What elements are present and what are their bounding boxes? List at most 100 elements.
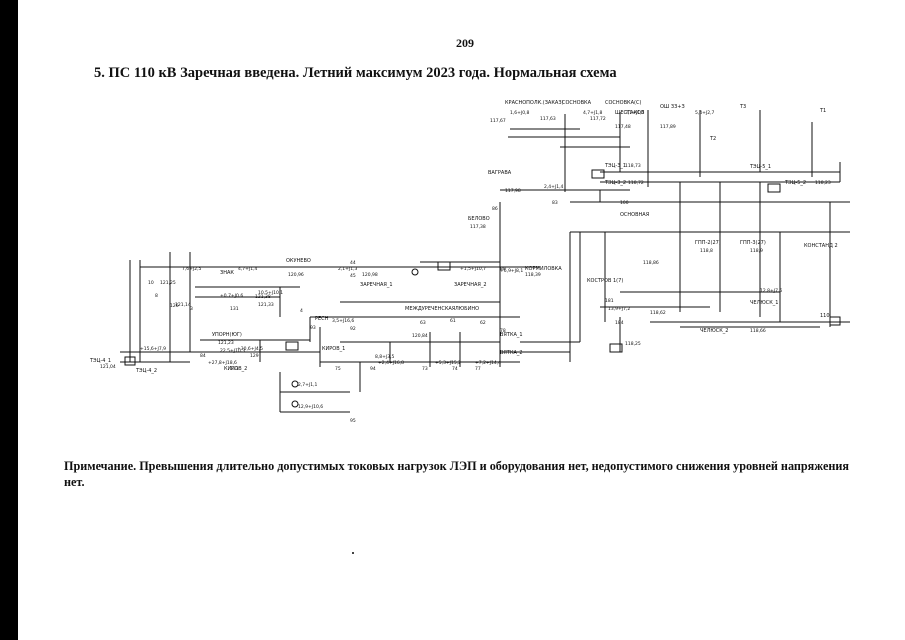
value-v16: 121,33 — [258, 302, 274, 308]
schematic-labels: КРАСНОПОЛК.(ЗАКАЗ) СОСНОВКА СОСНОВКА(С) … — [89, 100, 838, 374]
node-94: 94 — [370, 366, 376, 372]
node-92: 92 — [350, 326, 356, 332]
label-okunevo: ОКУНЕВО — [286, 258, 311, 264]
grid-schematic-diagram: КРАСНОПОЛК.(ЗАКАЗ) СОСНОВКА СОСНОВКА(С) … — [89, 100, 850, 424]
value-v26: 118,62 — [650, 310, 666, 316]
value-v24: 118,8 — [700, 248, 713, 254]
label-t2: Т2 — [709, 136, 716, 142]
value-v12: 120,96 — [288, 272, 304, 278]
label-t1: Т1 — [819, 108, 826, 114]
label-sosnovka-s: СОСНОВКА(С) — [605, 100, 641, 106]
node-45: 45 — [350, 273, 356, 279]
value-v5: 117,89 — [660, 124, 676, 130]
label-tec4-1: ТЭЦ-4_1 — [89, 358, 111, 364]
label-tec5-2: ТЭЦ-5_2 — [784, 180, 806, 186]
value-v8: 118,72 — [628, 180, 644, 186]
node-126: 126 — [170, 303, 179, 309]
flow-f19: 12,9+J10,6 — [298, 404, 323, 410]
value-v2: 117,63 — [540, 116, 556, 122]
node-3: 3 — [190, 306, 193, 312]
flow-f21: +1,5+J10,7 — [460, 266, 486, 272]
flow-f15: +15,6+J7,9 — [140, 346, 166, 352]
flow-f7: 4,7+J1,4 — [238, 266, 258, 272]
label-belovo: БЕЛОВО — [468, 216, 490, 222]
flow-f8: 2,1+J1,3 — [338, 266, 358, 272]
flow-f11: +2,4+J16,8 — [378, 360, 404, 366]
flow-f3: 1,6+J0,8 — [510, 110, 530, 116]
label-kirova: КИРОВ_1 — [322, 346, 345, 352]
value-v14: 121,25 — [160, 280, 176, 286]
value-v6: 118,73 — [625, 163, 641, 169]
label-zarechnaja-1: ЗАРЕЧНАЯ_1 — [360, 282, 393, 288]
node-62: 62 — [480, 320, 486, 326]
label-sosnovka: СОСНОВКА — [562, 100, 592, 106]
value-v22: 118,86 — [643, 260, 659, 266]
node-44: 44 — [350, 260, 356, 266]
value-v21: 118,25 — [625, 341, 641, 347]
node-95: 95 — [350, 418, 356, 424]
node-100: 100 — [620, 200, 629, 206]
flow-f25: +6,9+J8,1 — [500, 268, 523, 274]
schematic-node-numbers: 83 86 44 45 84 88 92 93 94 95 131 133 12… — [148, 200, 629, 424]
flow-f17: +30,6+J4,5 — [237, 346, 263, 352]
value-v23: 118,66 — [750, 328, 766, 334]
flow-f23: 10,5+J10,1 — [258, 290, 283, 296]
flow-f9: 8,8+J3,5 — [375, 354, 395, 360]
label-oshz: ОШ ЗЗ+З — [660, 104, 685, 110]
label-vtk-1: ВЯТКА_1 — [500, 332, 523, 338]
label-tec3-2: ТЭЦ-3_2 — [604, 180, 626, 186]
flow-f12: +5,3+J15,2 — [435, 360, 461, 366]
label-gpp-2: ГПП-2(27) — [695, 240, 721, 246]
node-73: 73 — [422, 366, 428, 372]
schematic-boxes — [124, 169, 841, 408]
label-osnovnaya: ОСНОВНАЯ — [620, 212, 649, 218]
label-t3: Т3 — [739, 104, 746, 110]
page-note: Примечание. Превышения длительно допусти… — [64, 459, 849, 489]
label-mezhdu: МЕЖДУРЕЧЕНСКАЯ — [405, 306, 455, 312]
node-63: 63 — [420, 320, 426, 326]
value-v10: 117,38 — [470, 224, 486, 230]
label-znak: ЗНАК — [220, 270, 234, 276]
node-86: 86 — [492, 206, 498, 212]
node-83: 83 — [552, 200, 558, 206]
flow-f5: 2,4+J1,4 — [544, 184, 564, 190]
label-zarechnaja-2: ЗАРЕЧНАЯ_2 — [454, 282, 487, 288]
value-v20: 120,84 — [412, 333, 428, 339]
label-vagrava: ВАГРАВА — [488, 170, 512, 176]
node-4: 4 — [300, 308, 303, 314]
label-vtk-2: ВЯТКА_2 — [500, 350, 523, 356]
value-v13: 120,98 — [362, 272, 378, 278]
flow-f20: 3,5+J16,6 — [332, 318, 354, 324]
node-61: 61 — [450, 318, 456, 324]
label-kirova-2: КИРОВ_2 — [224, 366, 247, 372]
page-title: 5. ПС 110 кВ Заречная введена. Летний ма… — [94, 65, 617, 81]
flow-f1: 4,7+J1,8 — [583, 110, 603, 116]
label-tec3-1: ТЭЦ-3_1 — [604, 163, 626, 169]
flow-f18: 2,7+J1,1 — [298, 382, 318, 388]
label-gpp-3: ГПП-3(27) — [740, 240, 766, 246]
label-chelusk-1: ЧЕЛЮСК_1 — [750, 300, 778, 306]
flow-f13: +7,2+J14,4 — [475, 360, 501, 366]
flow-f6: 7,6+J2,5 — [182, 266, 202, 272]
flow-f16: 22,5+J10,3 — [220, 348, 245, 354]
node-8: 8 — [155, 293, 158, 299]
node-74: 74 — [452, 366, 458, 372]
label-tec4-2: ТЭЦ-4_2 — [135, 368, 157, 374]
schematic-lines — [120, 110, 850, 413]
value-v9: 117,98 — [505, 188, 521, 194]
scan-speck — [352, 552, 354, 554]
flow-f24: 12,8+J7,6 — [760, 288, 782, 294]
node-78: 78 — [500, 328, 506, 334]
label-kostrov: КОСТРОВ 1(7) — [587, 278, 623, 284]
value-v19: 121,23 — [218, 340, 234, 346]
value-v11: 118,39 — [525, 272, 541, 278]
schematic-values: 117,67 117,63 117,72 117,48 117,89 118,7… — [100, 110, 831, 410]
node-129: 129 — [250, 353, 259, 359]
node-88: 88 — [500, 266, 506, 272]
value-v4: 117,48 — [615, 124, 631, 130]
node-84: 84 — [200, 353, 206, 359]
flow-f4: 5,4+J2,7 — [695, 110, 715, 116]
value-v18: 121,04 — [100, 364, 116, 370]
node-10: 10 — [148, 280, 154, 286]
node-181: 181 — [605, 298, 614, 304]
